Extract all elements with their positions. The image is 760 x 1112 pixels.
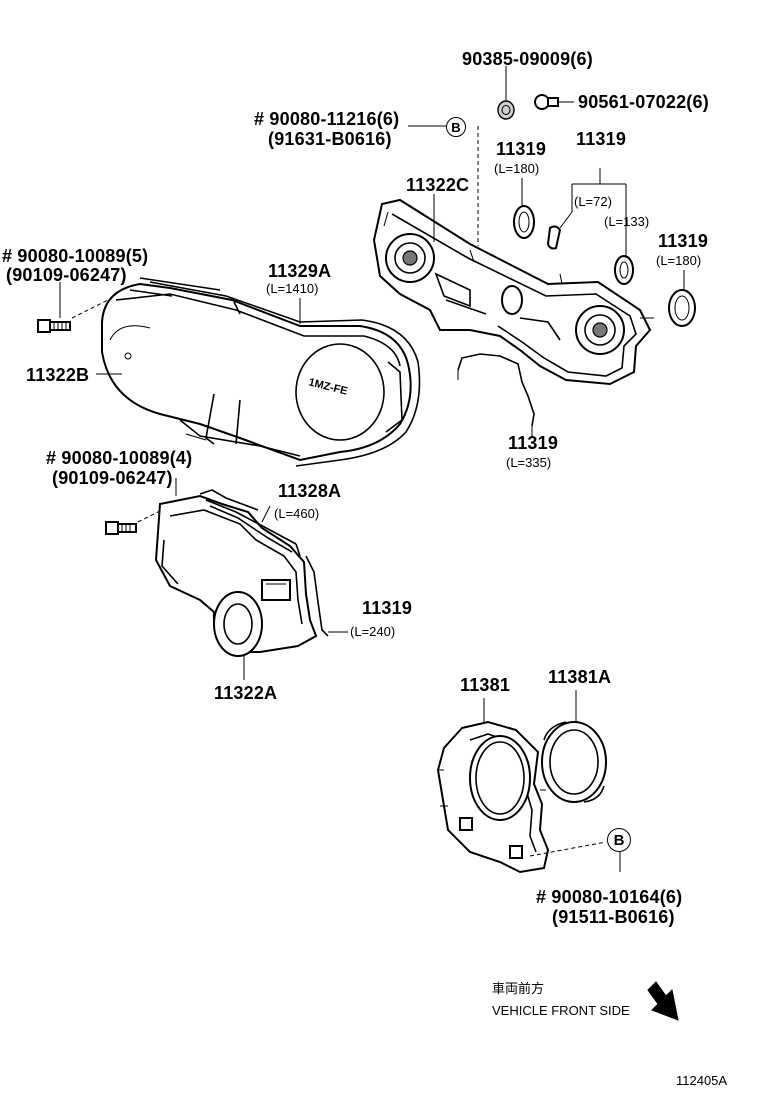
label-11319-lower-length: (L=240) (350, 624, 396, 639)
seal-11319-l180-b[interactable] (668, 289, 696, 327)
label-90385-09009[interactable]: 90385-09009(6) (462, 49, 593, 69)
label-11328a[interactable]: 11328A (278, 481, 342, 501)
label-91511-b0616[interactable]: (91511-B0616) (552, 907, 675, 927)
label-11319-lower[interactable]: 11319 (362, 598, 413, 618)
label-90080-10164[interactable]: # 90080-10164(6) (536, 887, 683, 907)
label-90080-10089-5[interactable]: # 90080-10089(5) (2, 246, 149, 266)
timing-belt-cover-11322c[interactable] (372, 198, 654, 386)
label-11319-upper-b-length-133: (L=133) (604, 214, 650, 229)
vehicle-front-arrow-icon (647, 981, 679, 1021)
label-11322b[interactable]: 11322B (26, 365, 90, 385)
label-11319-upper-c[interactable]: 11319 (658, 231, 709, 251)
gasket-11328a[interactable] (205, 499, 301, 557)
callout-b-lower: B (607, 828, 631, 852)
callout-b-upper: B (446, 117, 466, 137)
oil-seal-retainer-11381[interactable] (436, 720, 550, 874)
bolt-90561[interactable] (534, 94, 559, 110)
label-91631-b0616[interactable]: (91631-B0616) (268, 129, 392, 149)
label-90080-11216[interactable]: # 90080-11216(6) (254, 109, 400, 129)
label-11319-upper-a-length: (L=180) (494, 161, 540, 176)
label-90561-07022[interactable]: 90561-07022(6) (578, 92, 709, 112)
label-11329a[interactable]: 11329A (268, 261, 332, 281)
label-11381[interactable]: 11381 (460, 675, 511, 695)
label-11319-upper-b-length-72: (L=72) (574, 194, 612, 209)
label-11319-upper-b[interactable]: 11319 (576, 129, 627, 149)
seal-11319-l133[interactable] (614, 255, 634, 285)
timing-belt-cover-11322b[interactable] (101, 282, 412, 462)
label-90080-10089-4[interactable]: # 90080-10089(4) (46, 448, 193, 468)
label-90109-06247-a[interactable]: (90109-06247) (6, 265, 127, 285)
label-11329a-length: (L=1410) (266, 281, 319, 296)
oil-seal-11381a[interactable] (541, 721, 607, 803)
label-11319-upper-a[interactable]: 11319 (496, 139, 547, 159)
direction-label-en: VEHICLE FRONT SIDE (492, 1003, 630, 1018)
nut-90385[interactable] (497, 100, 515, 120)
label-11322c[interactable]: 11322C (406, 175, 470, 195)
label-11322a[interactable]: 11322A (214, 683, 278, 703)
seal-11319-l335[interactable] (457, 353, 535, 427)
seal-11319-l72[interactable] (546, 225, 562, 250)
illustration-number: 112405A (676, 1073, 728, 1088)
timing-belt-11329a[interactable] (139, 277, 421, 467)
seal-11319-l240[interactable] (305, 555, 329, 637)
bolt-90080-10089-5[interactable] (37, 319, 71, 333)
label-11381a[interactable]: 11381A (548, 667, 612, 687)
timing-belt-cover-11322a[interactable] (154, 489, 318, 657)
label-11319-gasket-335-length: (L=335) (506, 455, 552, 470)
seal-11319-l180-a[interactable] (513, 205, 535, 239)
label-11319-gasket-335[interactable]: 11319 (508, 433, 559, 453)
label-11328a-length: (L=460) (274, 506, 320, 521)
bolt-90080-10089-4[interactable] (105, 521, 137, 535)
label-11319-upper-c-length: (L=180) (656, 253, 702, 268)
label-90109-06247-b[interactable]: (90109-06247) (52, 468, 173, 488)
direction-label-jp: 車両前方 (492, 981, 545, 996)
